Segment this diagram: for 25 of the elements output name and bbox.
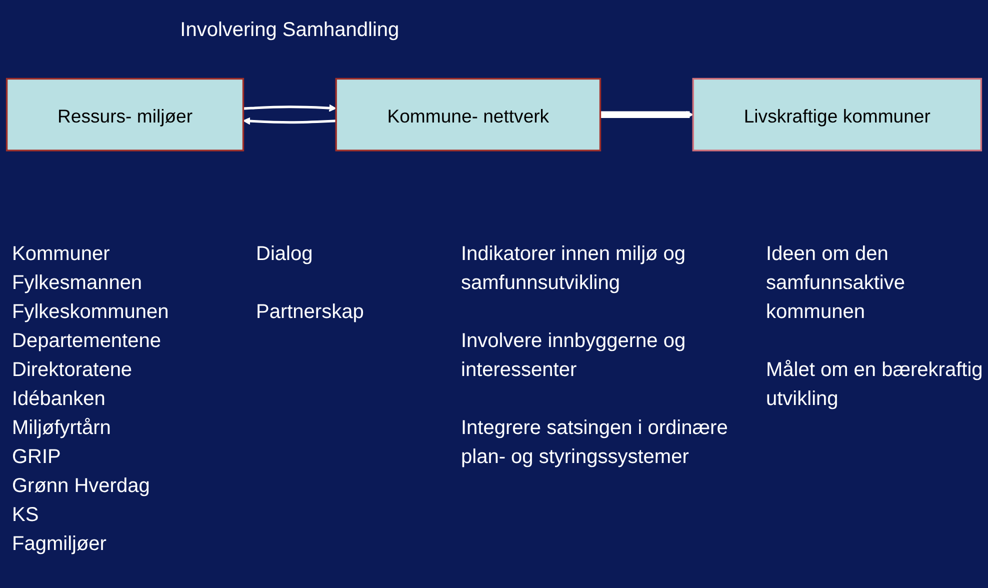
list-text: Målet om en bærekraftig utvikling xyxy=(766,358,984,412)
list-text: Direktoratene xyxy=(12,358,134,383)
list-text: Idébanken xyxy=(12,387,106,412)
list-text: Dialog xyxy=(256,242,314,267)
list-text: Fagmiljøer xyxy=(12,532,108,557)
list-text: Miljøfyrtårn xyxy=(12,416,112,441)
node-box: Livskraftige kommuner xyxy=(692,78,982,152)
list-text: Kommuner xyxy=(12,242,111,267)
list-text: Involvere innbyggerne og interessenter xyxy=(461,329,687,383)
list-text: Grønn Hverdag xyxy=(12,474,151,499)
node-box: Ressurs- miljøer xyxy=(6,78,244,152)
list-text: Departementene xyxy=(12,329,162,354)
list-text: Fylkeskommunen xyxy=(12,300,170,325)
arrow xyxy=(243,104,336,112)
list-text: KS xyxy=(12,503,40,528)
arrow xyxy=(600,111,694,119)
caption-text: Involvering Samhandling xyxy=(179,18,400,44)
arrow xyxy=(242,118,336,126)
list-text: GRIP xyxy=(12,445,62,470)
list-text: Indikatorer innen miljø og samfunnsutvikling xyxy=(461,242,687,296)
list-text: Integrere satsingen i ordinære plan- og styringssystemer xyxy=(461,416,729,470)
list-text: Ideen om den samfunnsaktive kommunen xyxy=(766,242,906,325)
list-text: Partnerskap xyxy=(256,300,365,325)
node-box: Kommune- nettverk xyxy=(335,78,602,152)
list-text: Fylkesmannen xyxy=(12,271,144,296)
